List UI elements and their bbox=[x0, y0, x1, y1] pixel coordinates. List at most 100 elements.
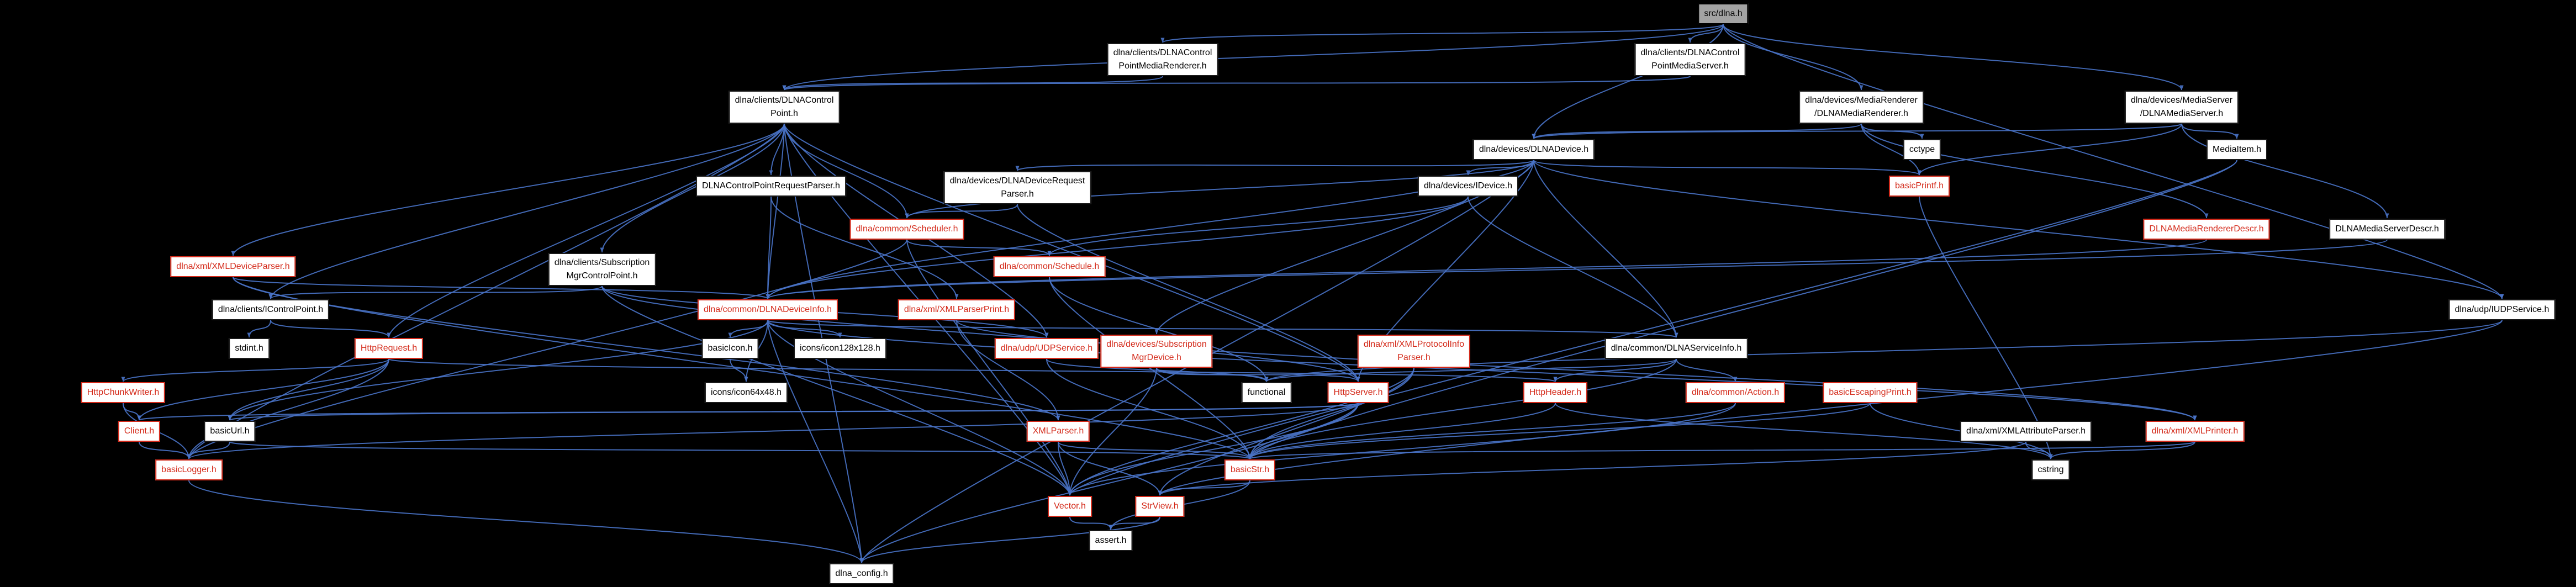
graph-edge-cpmr-cp bbox=[782, 76, 1163, 91]
graph-node-cpms[interactable]: dlna/clients/DLNAControl PointMediaServe… bbox=[1634, 43, 1746, 76]
graph-edge-strview-config bbox=[859, 516, 1160, 563]
graph-edge-xmlparser-vector bbox=[1058, 441, 1072, 496]
graph-node-str[interactable]: basicStr.h bbox=[1224, 459, 1276, 480]
graph-node-cstring[interactable]: cstring bbox=[2031, 459, 2070, 480]
graph-node-vector[interactable]: Vector.h bbox=[1048, 496, 1092, 517]
graph-edge-devinfo-config bbox=[767, 320, 864, 563]
graph-node-idev[interactable]: dlna/devices/IDevice.h bbox=[1417, 176, 1519, 197]
graph-node-msdescr[interactable]: DLNAMediaServerDescr.h bbox=[2329, 219, 2445, 240]
graph-edge-httpheader-str bbox=[1248, 403, 1556, 459]
graph-edge-dlna-dev bbox=[1532, 24, 1724, 139]
graph-edge-dev-printf bbox=[1533, 160, 1922, 176]
graph-edge-cprp-xmlpp bbox=[770, 196, 959, 299]
graph-edge-mediaitem-vector bbox=[1068, 160, 2237, 496]
graph-node-dev[interactable]: dlna/devices/DLNADevice.h bbox=[1472, 139, 1595, 160]
graph-edge-submgrdev-functional bbox=[1156, 367, 1269, 382]
graph-edge-httpreq-logger bbox=[187, 358, 389, 459]
graph-node-sched[interactable]: dlna/common/Scheduler.h bbox=[849, 219, 964, 240]
graph-node-mediaitem[interactable]: MediaItem.h bbox=[2206, 139, 2268, 160]
graph-node-logger[interactable]: basicLogger.h bbox=[155, 459, 223, 480]
graph-node-httpheader[interactable]: HttpHeader.h bbox=[1523, 382, 1588, 403]
graph-edge-idev-devinfo bbox=[766, 196, 1469, 299]
graph-node-action[interactable]: dlna/common/Action.h bbox=[1685, 382, 1786, 403]
graph-node-escprint[interactable]: basicEscapingPrint.h bbox=[1823, 382, 1918, 403]
graph-edge-strview-assert bbox=[1108, 516, 1160, 530]
graph-node-xmldevp[interactable]: dlna/xml/XMLDeviceParser.h bbox=[170, 256, 296, 277]
graph-node-xmlparser[interactable]: XMLParser.h bbox=[1026, 421, 1090, 442]
graph-edge-dev-sched bbox=[905, 160, 1534, 219]
graph-node-mrdescr[interactable]: DLNAMediaRendererDescr.h bbox=[2143, 219, 2270, 240]
graph-node-ms[interactable]: dlna/devices/MediaServer /DLNAMediaServe… bbox=[2124, 91, 2239, 124]
graph-node-svcinfo[interactable]: dlna/common/DLNAServiceInfo.h bbox=[1604, 338, 1748, 359]
graph-edge-httpserver-vector bbox=[1068, 403, 1359, 496]
graph-node-strview[interactable]: StrView.h bbox=[1135, 496, 1185, 517]
graph-node-icon[interactable]: basicIcon.h bbox=[701, 338, 759, 359]
graph-node-chunkw[interactable]: HttpChunkWriter.h bbox=[81, 382, 166, 403]
graph-edge-devinfo-icon128 bbox=[767, 320, 842, 338]
graph-edge-url-str bbox=[229, 441, 1252, 459]
graph-node-udp[interactable]: dlna/udp/UDPService.h bbox=[994, 338, 1099, 359]
graph-edge-httpreq-httpheader bbox=[388, 358, 1557, 382]
graph-edge-escprint-str bbox=[1248, 403, 1871, 459]
graph-node-cp[interactable]: dlna/clients/DLNAControl Point.h bbox=[729, 91, 840, 124]
graph-node-client[interactable]: Client.h bbox=[118, 421, 161, 442]
graph-edge-httpreq-client bbox=[137, 358, 389, 421]
graph-node-httpserver[interactable]: HttpServer.h bbox=[1327, 382, 1389, 403]
graph-node-xmlattr[interactable]: dlna/xml/XMLAttributeParser.h bbox=[1960, 421, 2092, 442]
graph-node-cctype[interactable]: cctype bbox=[1903, 139, 1941, 160]
graph-edge-dlna-cp bbox=[782, 24, 1724, 91]
graph-edge-cp-submgrcp bbox=[600, 123, 785, 253]
graph-edge-submgrcp-httpserver bbox=[601, 285, 1360, 382]
graph-edge-mr-dev bbox=[1532, 123, 1862, 139]
graph-edge-sched-schedule bbox=[906, 239, 1052, 256]
graph-edge-xmlparser-str bbox=[1058, 441, 1252, 459]
graph-edge-svcinfo-httpheader bbox=[1553, 358, 1677, 382]
graph-node-cprp[interactable]: DLNAControlPointRequestParser.h bbox=[696, 176, 846, 197]
graph-node-cpmr[interactable]: dlna/clients/DLNAControl PointMediaRende… bbox=[1107, 43, 1218, 76]
graph-node-devinfo[interactable]: dlna/common/DLNADeviceInfo.h bbox=[697, 299, 838, 320]
graph-node-submgrcp[interactable]: dlna/clients/Subscription MgrControlPoin… bbox=[548, 253, 656, 286]
graph-node-submgrdev[interactable]: dlna/devices/Subscription MgrDevice.h bbox=[1100, 335, 1213, 368]
graph-edge-submgrcp-vector bbox=[601, 285, 1072, 496]
graph-node-url[interactable]: basicUrl.h bbox=[204, 421, 256, 442]
graph-node-icp[interactable]: dlna/clients/IControlPoint.h bbox=[212, 299, 330, 320]
graph-edge-submgrcp-icp bbox=[268, 285, 603, 299]
graph-node-xmlpp[interactable]: dlna/xml/XMLParserPrint.h bbox=[898, 299, 1016, 320]
graph-edge-xmlpp-xmlprinter bbox=[956, 320, 2197, 421]
graph-edge-devinfo-svcinfo bbox=[767, 320, 1678, 338]
graph-node-icon128[interactable]: icons/icon128x128.h bbox=[794, 338, 886, 359]
graph-edge-httpheader-cstring bbox=[1555, 403, 2053, 459]
graph-edge-xmlproto-str bbox=[1248, 367, 1414, 459]
graph-node-iudp[interactable]: dlna/udp/IUDPService.h bbox=[2448, 299, 2556, 320]
graph-edge-devinfo-url bbox=[228, 320, 768, 421]
graph-edge-httpserver-url bbox=[228, 403, 1359, 421]
graph-edge-devinfo-vector bbox=[767, 320, 1072, 496]
graph-edge-idev-schedule bbox=[1047, 196, 1469, 256]
graph-edge-dev-iudp bbox=[1533, 160, 2504, 299]
graph-node-icon64[interactable]: icons/icon64x48.h bbox=[704, 382, 788, 403]
graph-edge-xmldevp-devinfo bbox=[233, 277, 770, 299]
graph-edge-ms-dev bbox=[1532, 123, 2182, 139]
graph-edge-ms-msdescr bbox=[2181, 123, 2389, 219]
graph-node-printf[interactable]: basicPrintf.h bbox=[1888, 176, 1950, 197]
graph-edge-schedule-str bbox=[1049, 277, 1252, 459]
graph-node-config[interactable]: dlna_config.h bbox=[829, 563, 894, 584]
graph-node-schedule[interactable]: dlna/common/Schedule.h bbox=[993, 256, 1106, 277]
graph-edge-action-str bbox=[1248, 403, 1736, 459]
graph-node-functional[interactable]: functional bbox=[1241, 382, 1292, 403]
graph-node-assert[interactable]: assert.h bbox=[1089, 530, 1133, 551]
graph-node-xmlprinter[interactable]: dlna/xml/XMLPrinter.h bbox=[2145, 421, 2245, 442]
graph-edge-dlna-mr bbox=[1723, 24, 1864, 91]
graph-edge-dlna-iudp bbox=[1723, 24, 2504, 299]
graph-edge-cpms-cp bbox=[783, 76, 1691, 91]
graph-edge-xmlprinter-cstring bbox=[2049, 441, 2195, 459]
graph-node-xmlproto[interactable]: dlna/xml/XMLProtocolInfo Parser.h bbox=[1357, 335, 1471, 368]
graph-node-stdint[interactable]: stdint.h bbox=[229, 338, 270, 359]
graph-edge-cprp-devinfo bbox=[766, 196, 772, 299]
graph-node-mr[interactable]: dlna/devices/MediaRenderer /DLNAMediaRen… bbox=[1799, 91, 1924, 124]
graph-edge-dlna-cpmr bbox=[1160, 24, 1724, 43]
graph-node-httpreq[interactable]: HttpRequest.h bbox=[354, 338, 424, 359]
graph-edge-httpserver-logger bbox=[187, 403, 1359, 459]
graph-node-devrp[interactable]: dlna/devices/DLNADeviceRequest Parser.h bbox=[943, 171, 1091, 204]
